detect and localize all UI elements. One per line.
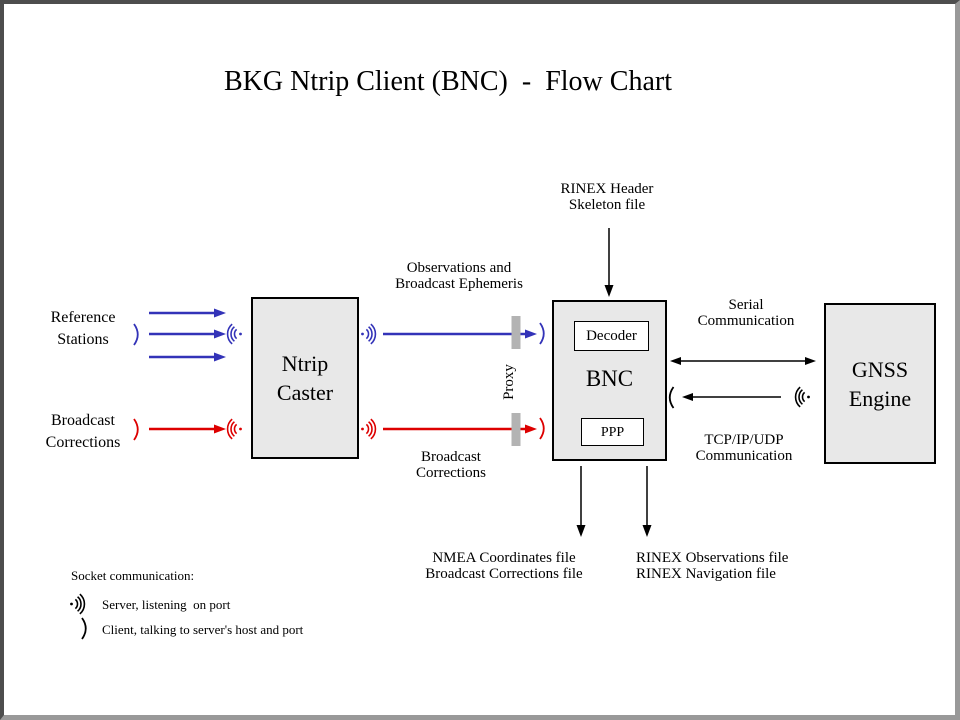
server-listening-icon (360, 418, 377, 440)
nmea-output-label: NMEA Coordinates file Broadcast Correcti… (425, 550, 583, 582)
broadcast-corrections-input-label: Broadcast Corrections (45, 412, 121, 451)
reference-stations-label: Reference Stations (50, 309, 116, 348)
observations-label: Observations and Broadcast Ephemeris (395, 260, 523, 292)
legend-server-label: Server, listening on port (102, 597, 231, 612)
reference-stations-arrows (133, 308, 243, 362)
legend-title: Socket communication: (71, 568, 195, 583)
proxy-label: Proxy (500, 364, 517, 400)
proxy-barrier (511, 316, 521, 446)
client-socket-icon (539, 322, 545, 345)
rinex-header-arrow (604, 228, 614, 297)
client-socket-icon (81, 617, 87, 640)
bnc-label: BNC (585, 366, 634, 391)
server-listening-icon (226, 418, 243, 440)
client-socket-icon (668, 386, 675, 409)
diagram-overlay (69, 228, 816, 640)
bnc-ppp-box: PPP (581, 418, 644, 446)
node-bnc: Decoder BNC PPP (552, 300, 667, 461)
serial-communication-label: Serial Communication (697, 297, 795, 329)
broadcast-corrections-stream-arrow (360, 417, 545, 440)
client-socket-icon (539, 417, 545, 440)
output-arrows (576, 466, 652, 537)
bnc-decoder-box: Decoder (574, 321, 649, 351)
rinex-header-label: RINEX Header Skeleton file (560, 181, 654, 213)
observations-stream-arrow (360, 322, 545, 345)
server-listening-icon (794, 386, 811, 408)
tcp-communication-label: TCP/IP/UDP Communication (695, 432, 793, 464)
legend-client-label: Client, talking to server's host and por… (102, 622, 304, 637)
node-ntrip-caster: Ntrip Caster (251, 297, 359, 459)
legend-icons (69, 593, 87, 640)
server-listening-icon (360, 323, 377, 345)
page-title: BKG Ntrip Client (BNC) - Flow Chart (224, 66, 672, 97)
tcp-communication-arrow (668, 386, 811, 409)
rinex-output-label: RINEX Observations file RINEX Navigation… (636, 550, 789, 582)
server-listening-icon (69, 593, 86, 615)
node-gnss-engine: GNSS Engine (824, 303, 936, 464)
server-listening-icon (226, 323, 243, 345)
broadcast-corrections-input-arrow (133, 418, 243, 441)
serial-communication-arrow (670, 357, 816, 365)
broadcast-corrections-flow-label: Broadcast Corrections (416, 449, 486, 481)
